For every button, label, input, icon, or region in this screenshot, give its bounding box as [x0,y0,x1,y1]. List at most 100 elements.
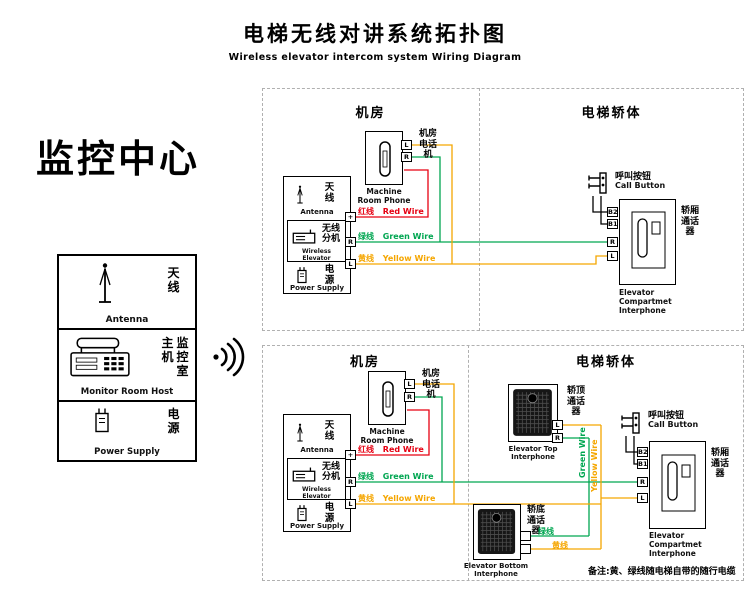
speaker-icon [477,509,516,554]
power-icon [297,505,307,522]
station-terminal-l: L [345,499,356,509]
monitor-power-label-zh: 电源 [167,407,180,435]
monitor-antenna-label-en: Antenna [105,315,149,325]
wire-label-green-zh: 绿线 [358,232,374,241]
wire-label-red-zh: 红线 [358,207,374,216]
top-machine-room-label: 机房 [355,106,386,121]
monitor-center-title: 监控中心 [36,137,201,181]
compartment-interphone-box [649,441,706,529]
monitor-host-label-en: Monitor Room Host [80,387,174,397]
top-panel-frame [262,88,744,331]
wire-label-red: 红线 Red Wire [358,206,424,217]
compartment-terminal-r: R [607,237,618,247]
station-extension-label-zh: 无线分机 [321,224,340,244]
station-antenna-label-zh: 天线 [324,420,335,442]
station-terminal-plus: + [345,450,356,460]
wire-label-red: 红线 Red Wire [358,444,424,455]
compartment-terminal-b1: B1 [637,459,648,469]
call-button-label-zh: 呼叫按钮 [648,411,685,421]
wireless-extension-box: 无线分机 Wireless Elevator [287,458,346,500]
bottom-interphone-label-en: Elevator Bottom Interphone [463,562,529,578]
top-panel-divider [479,88,480,331]
compartment-en-line2: Compartmet [649,540,702,549]
station-extension-label-zh: 无线分机 [321,462,340,482]
wire-label-green-en: Green Wire [382,232,434,241]
compartment-en-line2: Compartmet [619,297,672,306]
footnote: 备注:黄、绿线随电梯自带的随行电缆 [588,567,736,577]
antenna-icon [297,423,303,442]
radio-unit-icon [292,467,316,482]
radio-unit-icon [292,229,316,244]
call-button-icon [588,172,607,194]
wire-label-yellow: 黄线 Yellow Wire [358,493,435,504]
machine-room-phone-box [365,131,403,185]
compartment-terminal-l: L [637,493,648,503]
bottom-interphone-green-wire-label: 绿线 [538,527,554,536]
wireless-extension-box: 无线分机 Wireless Elevator [287,220,346,262]
monitor-power-label-en: Power Supply [94,447,160,457]
compartment-interphone-label-en: Elevator Compartmet Interphone [619,288,672,315]
monitor-center-box: 天线 Antenna 主机 监控室 Monitor Room Host [57,254,197,462]
station-power-label-zh: 电源 [324,264,335,286]
monitor-host-row: 主机 监控室 Monitor Room Host [59,330,195,402]
phone-terminal-l: L [401,140,412,150]
bottom-interphone-terminal [520,544,531,554]
phone-terminal-l: L [404,379,415,389]
wire-label-yellow-en: Yellow Wire [382,494,436,503]
monitor-host-zh-col2: 监控室 [176,336,189,378]
top-interphone-label-en: Elevator Top Interphone [508,445,558,461]
machine-room-phone-label-en: Machine Room Phone [360,427,414,445]
station-antenna-label-en: Antenna [300,446,334,454]
green-riser-label: Green Wire [578,427,587,478]
call-button-label-zh: 呼叫按钮 [615,172,652,182]
bottom-machine-room-label: 机房 [349,355,380,370]
compartment-interphone-box [619,199,676,285]
monitor-antenna-label-zh: 天线 [167,266,180,294]
compartment-en-line3: Interphone [619,306,666,315]
phone-terminal-r: R [404,392,415,402]
compartment-interphone-label-en: Elevator Compartmet Interphone [649,531,702,558]
compartment-interphone-icon [661,454,696,512]
machine-room-phone-label-en: Machine Room Phone [357,187,411,205]
wire-label-red-zh: 红线 [358,445,374,454]
machine-room-phone-box [368,371,406,425]
station-antenna-label-en: Antenna [300,208,334,216]
wireless-signal-icon [213,337,245,377]
wire-label-yellow-zh: 黄线 [358,494,374,503]
power-icon [95,408,109,433]
monitor-antenna-row: 天线 Antenna [59,256,195,330]
handset-icon [382,381,394,417]
handset-icon [379,141,391,177]
machine-room-phone-label-zh: 机房电话机 [418,129,437,160]
wire-label-yellow: 黄线 Yellow Wire [358,253,435,264]
page-subtitle: Wireless elevator intercom system Wiring… [228,52,522,63]
antenna-icon [99,263,111,303]
bottom-interphone-terminal [520,531,531,541]
top-interphone-terminal-l: L [552,420,563,430]
compartment-terminal-r: R [637,477,648,487]
station-power-label-en: Power Supply [289,284,345,292]
compartment-terminal-b2: B2 [637,447,648,457]
bottom-panel-divider [468,345,469,581]
call-button-label-en: Call Button [648,420,699,429]
wire-label-green: 绿线 Green Wire [358,471,434,482]
elevator-top-interphone-box [508,384,558,442]
station-power-label-en: Power Supply [289,522,345,530]
wireless-station-box: 天线 Antenna 无线分机 Wireless Elevator 电源 Pow… [283,176,351,294]
wire-label-green: 绿线 Green Wire [358,231,434,242]
monitor-power-row: 电源 Power Supply [59,402,195,460]
monitor-host-label-zh: 主机 监控室 [161,336,189,378]
phone-terminal-r: R [401,152,412,162]
compartment-en-line3: Interphone [649,549,696,558]
compartment-terminal-b2: B2 [607,207,618,217]
wire-label-red-en: Red Wire [382,207,424,216]
speaker-icon [513,389,552,436]
bottom-panel-frame [262,345,744,581]
compartment-interphone-label-zh: 轿厢通话器 [680,206,699,237]
elevator-bottom-interphone-box [473,504,521,560]
wireless-station-box: 天线 Antenna 无线分机 Wireless Elevator 电源 Pow… [283,414,351,532]
antenna-icon [297,185,303,204]
call-button-icon [621,412,640,434]
desk-phone-icon [70,337,130,377]
top-interphone-terminal-r: R [552,433,563,443]
